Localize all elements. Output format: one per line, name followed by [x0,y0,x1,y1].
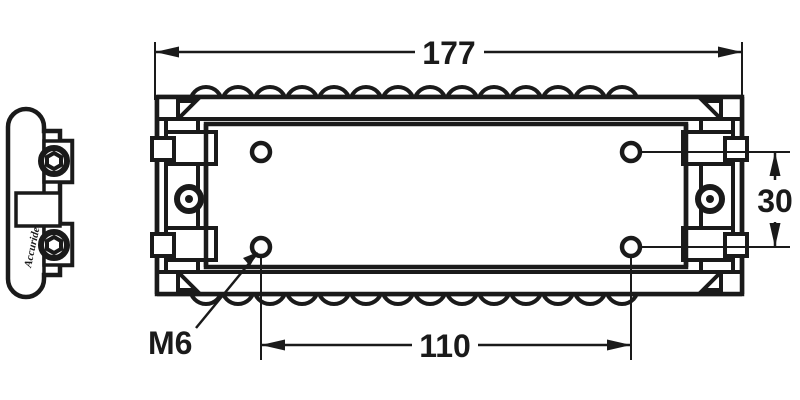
left-bracket-upper-tab [150,136,176,162]
dimension-177: 177 [154,35,743,100]
arrow-110-right [607,339,631,351]
left-bracket-group [150,117,218,274]
right-bracket-lower-tab [723,232,749,258]
dimension-value-110: 110 [419,328,471,364]
chamfer-bottom-right [698,267,723,292]
annotation-m6: M6 [148,252,258,361]
mounting-hole-bottom-right [619,235,643,259]
side-view-group: Accuride [5,106,75,300]
left-bracket-lower-tab [150,232,176,258]
left-bearing-pin-center [185,195,193,203]
leader-line-m6 [195,254,257,329]
mounting-hole-top-left [249,140,273,164]
chamfer-top-left [176,99,201,124]
chamfer-bottom-left [176,267,201,292]
dimension-value-30: 30 [757,183,793,219]
dimension-30: 30 [640,151,793,248]
top-band-mask [157,97,742,119]
right-bearing-pin-center [706,195,714,203]
mounting-hole-top-right [619,140,643,164]
side-view-upper-pin-hex [45,150,63,172]
right-bracket-group [681,117,749,274]
dimension-value-177: 177 [422,35,475,71]
side-view-window [14,191,62,228]
front-view-group [150,85,749,306]
right-bracket-upper-tab [723,136,749,162]
bottom-band-mask [157,272,742,294]
arrow-110-left [261,339,285,351]
arrow-30-bottom [769,223,781,247]
arrow-177-right [718,46,742,58]
inner-plate [203,121,689,270]
mounting-hole-bottom-left [249,235,273,259]
arrow-30-top [769,152,781,176]
chamfer-top-right [698,99,723,124]
arrow-177-left [155,46,179,58]
annotation-label-m6: M6 [148,325,192,361]
side-view-lower-pin-hex [45,234,63,256]
leader-arrow-m6 [243,252,258,266]
dimension-110: 110 [260,256,632,364]
